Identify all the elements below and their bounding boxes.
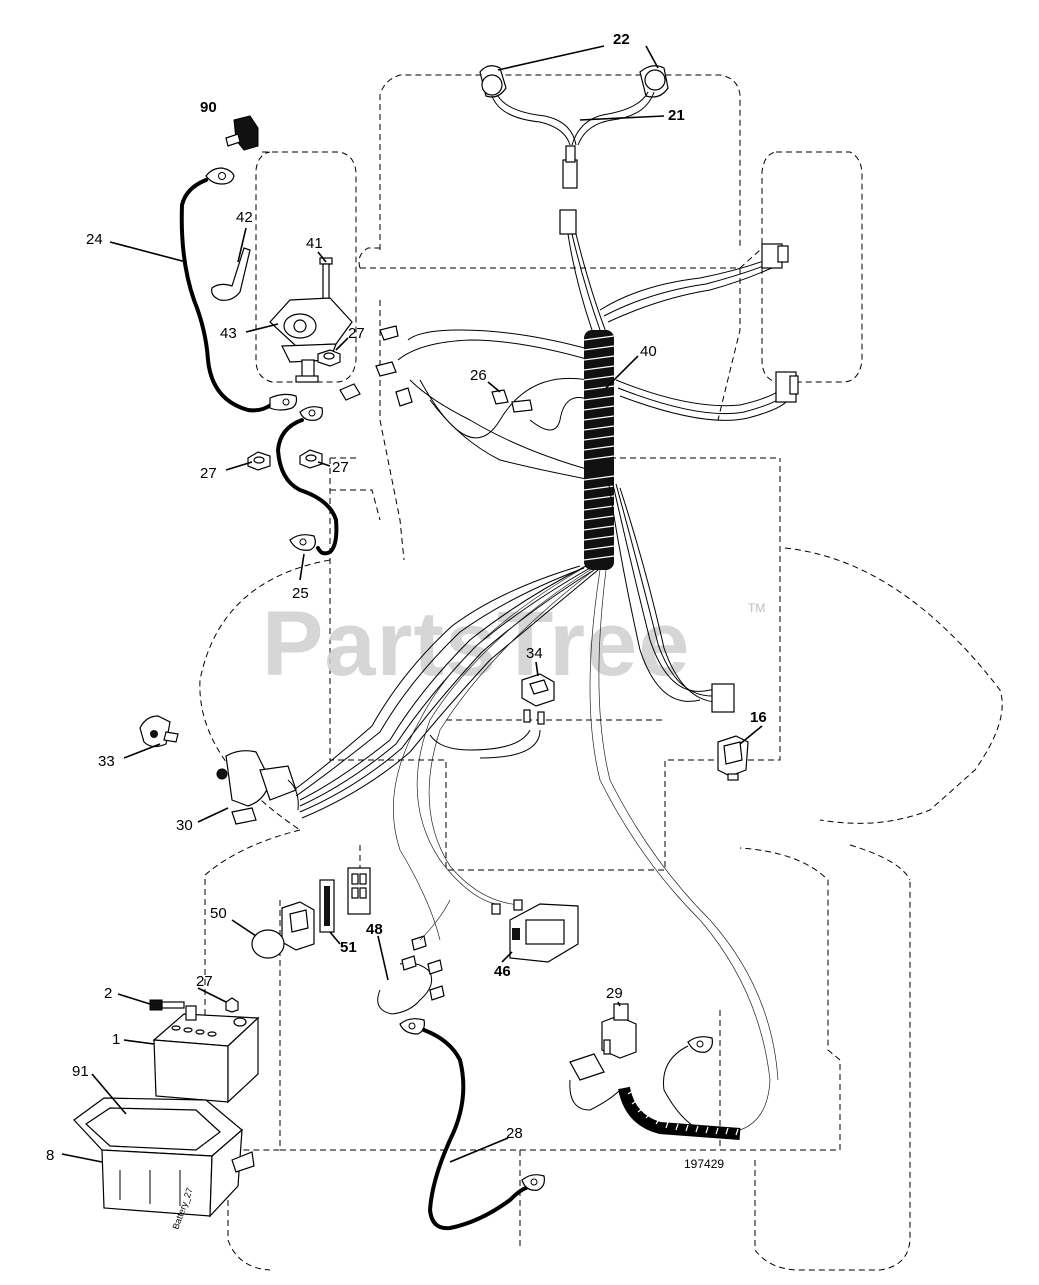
callout-27b: 27 xyxy=(200,465,217,482)
part-30-ignition-switch xyxy=(216,750,299,825)
callout-42: 42 xyxy=(236,209,253,226)
callout-41: 41 xyxy=(306,235,323,252)
callout-27d: 27 xyxy=(196,973,213,990)
part-24-battery-cable xyxy=(179,167,298,413)
callout-1: 1 xyxy=(112,1031,120,1048)
callout-28: 28 xyxy=(506,1125,523,1142)
part-90-terminal-cap xyxy=(225,115,259,151)
part-8-battery-tray: Battery_27 xyxy=(73,1097,255,1231)
callout-40: 40 xyxy=(640,343,657,360)
part-16-switch xyxy=(717,735,749,781)
part-43-solenoid xyxy=(269,297,353,383)
callout-16: 16 xyxy=(750,709,767,726)
part-27-battery-nut xyxy=(225,997,239,1013)
callout-27c: 27 xyxy=(332,459,349,476)
callout-50: 50 xyxy=(210,905,227,922)
callout-25: 25 xyxy=(292,585,309,602)
callout-91: 91 xyxy=(72,1063,89,1080)
callout-30: 30 xyxy=(176,817,193,834)
callout-2: 2 xyxy=(104,985,112,1002)
callout-48: 48 xyxy=(366,921,383,938)
callout-8: 8 xyxy=(46,1147,54,1164)
callout-24: 24 xyxy=(86,231,103,248)
part-1-battery xyxy=(152,1005,260,1104)
part-50-switch xyxy=(251,901,315,959)
callout-29: 29 xyxy=(606,985,623,1002)
part-27-nuts xyxy=(247,349,341,471)
callout-27a: 27 xyxy=(348,325,365,342)
watermark-tm: TM xyxy=(748,601,765,615)
part-33-key xyxy=(139,715,179,748)
split-loom xyxy=(583,330,615,570)
ground-terminals xyxy=(339,325,413,407)
part-28-cable xyxy=(399,1018,545,1231)
drawing-number: 197429 xyxy=(684,1157,724,1171)
part-46-switch xyxy=(491,899,579,963)
callout-26: 26 xyxy=(470,367,487,384)
callout-90: 90 xyxy=(200,99,217,116)
callout-43: 43 xyxy=(220,325,237,342)
watermark-text: PartsTree xyxy=(262,593,690,695)
callout-46: 46 xyxy=(494,963,511,980)
headlight-harness xyxy=(479,65,669,235)
part-25-cable xyxy=(275,406,339,556)
callout-51: 51 xyxy=(340,939,357,956)
part-42-terminal-boot xyxy=(211,247,251,301)
part-2-bolt xyxy=(149,999,185,1011)
part-51-connector xyxy=(319,867,371,933)
coiled-cable xyxy=(618,1086,741,1140)
callout-22: 22 xyxy=(613,31,630,48)
callout-34: 34 xyxy=(526,645,543,662)
callouts: 90 22 21 24 42 41 43 27 40 26 27 27 25 3… xyxy=(46,31,767,1164)
part-29-switch xyxy=(569,1003,741,1140)
part-41-bolt xyxy=(319,257,333,301)
part-34-switch xyxy=(521,673,555,725)
tractor-outline xyxy=(199,74,1003,1271)
part-48-wire-set xyxy=(377,899,451,1015)
callout-21: 21 xyxy=(668,107,685,124)
leader-lines xyxy=(61,45,763,1163)
callout-33: 33 xyxy=(98,753,115,770)
main-harness xyxy=(293,233,799,1131)
